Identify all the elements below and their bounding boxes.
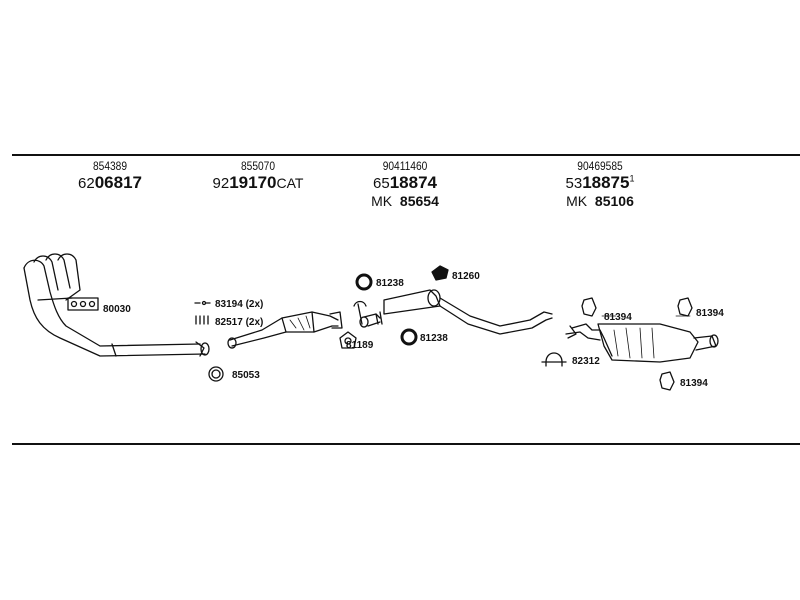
label-81260: 81260 [452,271,480,282]
part-number: 6206817 [20,173,200,193]
bolt-icon [194,300,211,306]
mk-number: 85654 [399,193,439,209]
stud-icon [195,315,209,325]
label-81238-top: 81238 [376,278,404,289]
mk-prefix: MK [371,193,393,209]
mk-number: 85106 [594,193,634,209]
label-81394-right: 81394 [696,308,724,319]
label-81394-left: 81394 [604,312,632,323]
part-number: 53188751 [510,173,690,193]
rubber-mount-icon [431,265,449,281]
part-prefix: 65 [373,175,390,192]
exhaust-manifold [23,253,210,357]
hanger-icon [659,371,675,391]
header-group-catalyst: 855070 9219170CAT [168,159,348,193]
hanger-icon [677,297,693,317]
part-number: 9219170CAT [168,173,348,193]
part-suffix: 1 [629,173,635,184]
part-main: 18874 [389,173,437,192]
ref-number: 90411460 [382,159,428,173]
catalytic-converter [227,311,343,349]
label-80030: 80030 [103,304,131,315]
label-81238-bottom: 81238 [420,333,448,344]
part-suffix: CAT [276,175,304,191]
part-prefix: 53 [565,175,583,192]
header-group-rear: 90469585 53188751 MK 85106 [510,159,690,209]
ref-number: 90469585 [577,159,623,173]
ref-number: 855070 [240,159,276,173]
gasket-ring-icon [208,366,224,382]
mount-kit: MK 85654 [315,193,495,209]
u-clamp-icon [541,352,567,367]
label-81394-bottom: 81394 [680,378,708,389]
part-prefix: 92 [212,175,230,192]
part-prefix: 62 [78,175,95,192]
ref-number: 854389 [92,159,128,173]
header-group-manifold: 854389 6206817 [20,159,200,193]
top-rule [12,154,800,156]
label-82517: 82517 (2x) [215,317,263,328]
part-main: 19170 [229,173,277,192]
part-main: 18875 [582,173,630,192]
header-group-middle: 90411460 6518874 MK 85654 [315,159,495,209]
mount-kit: MK 85106 [510,193,690,209]
label-81189: 81189 [346,340,374,351]
label-85053: 85053 [232,370,260,381]
bottom-rule [12,443,800,445]
manifold-gasket-icon [67,297,99,311]
rubber-ring-icon [400,328,418,346]
rear-silencer [565,323,719,363]
part-number: 6518874 [315,173,495,193]
flange-clamp-icon [339,331,357,349]
middle-silencer [353,289,553,335]
rubber-ring-icon [355,273,373,291]
label-83194: 83194 (2x) [215,299,263,310]
mk-prefix: MK [566,193,588,209]
label-82312: 82312 [572,356,600,367]
part-main: 06817 [94,173,142,192]
hanger-icon [581,297,597,317]
